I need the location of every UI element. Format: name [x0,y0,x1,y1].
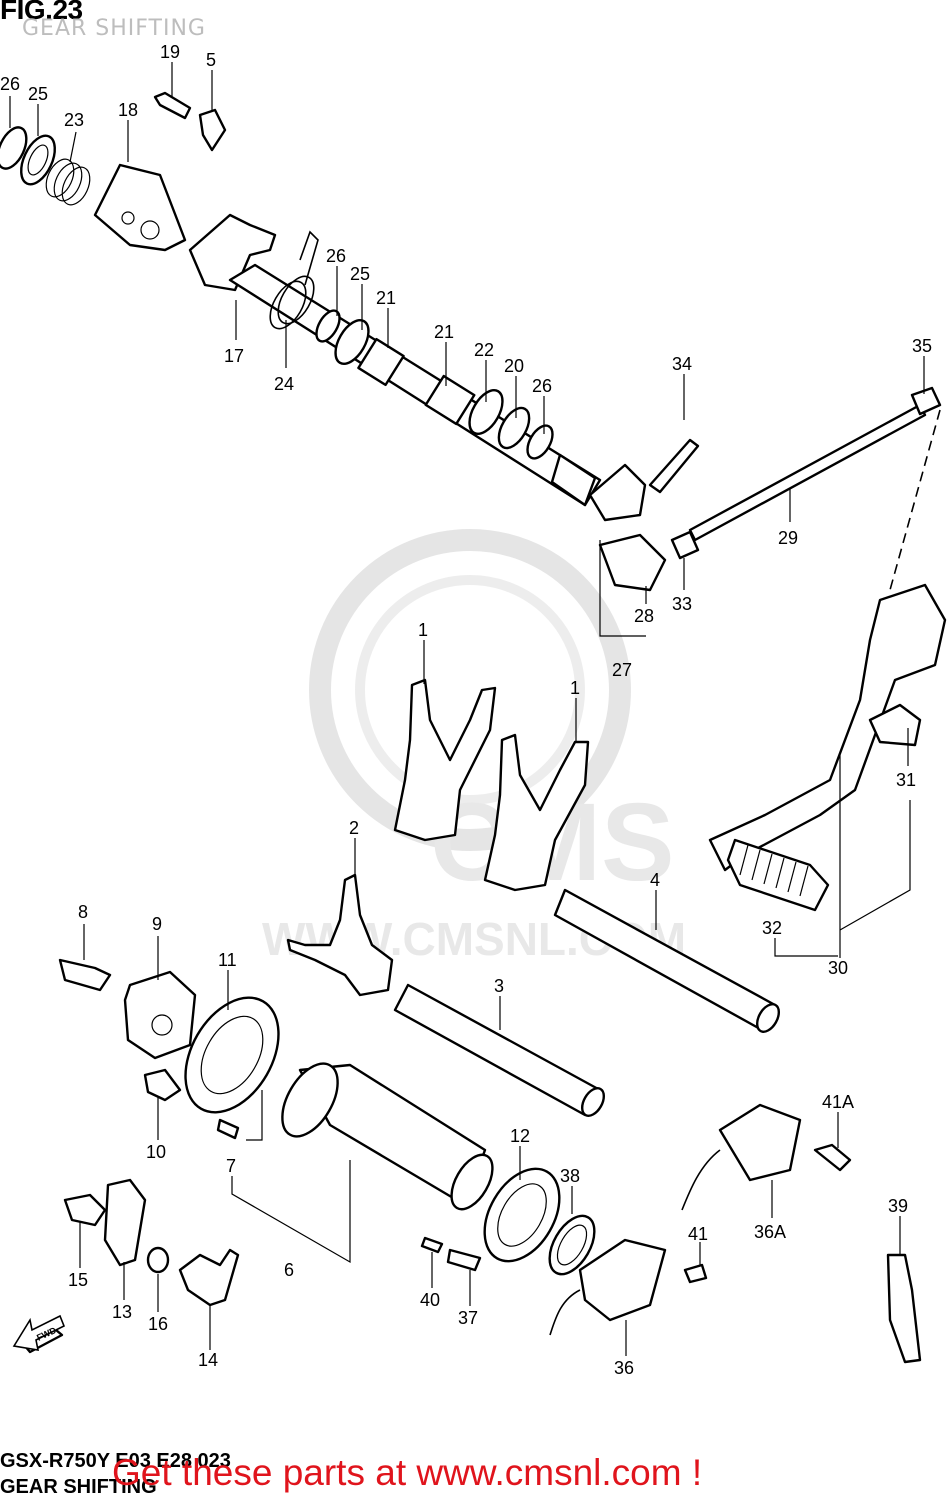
callout-15: 15 [68,1270,88,1290]
callout-6: 6 [284,1260,294,1280]
callout-29: 29 [778,528,798,548]
callout-22: 22 [474,340,494,360]
callout-1b: 1 [570,678,580,698]
callout-26c: 26 [532,376,552,396]
model-code: GSX-R750Y E03 E28 023 [0,1450,231,1472]
callout-31: 31 [896,770,916,790]
callout-26: 26 [0,74,20,94]
shift-forks [286,678,590,997]
callout-25: 25 [28,84,48,104]
callout-16: 16 [148,1314,168,1334]
callout-17: 17 [224,346,244,366]
gearshift-lever [708,583,947,912]
shift-drum-assembly [58,958,596,1276]
callout-4: 4 [650,870,660,890]
callout-8: 8 [78,902,88,922]
callout-5: 5 [206,50,216,70]
callout-33: 33 [672,594,692,614]
callout-labels: 26 25 23 18 19 5 17 24 26 25 21 21 22 20… [0,42,932,1378]
callout-36A: 36A [754,1222,786,1242]
callout-13: 13 [112,1302,132,1322]
callout-26b: 26 [326,246,346,266]
callout-3: 3 [494,976,504,996]
callout-19: 19 [160,42,180,62]
callout-35: 35 [912,336,932,356]
fork-shafts [393,888,781,1117]
callout-34: 34 [672,354,692,374]
callout-7: 7 [226,1156,236,1176]
callout-41A: 41A [822,1092,854,1112]
gear-position-sensors [549,1103,922,1364]
callout-20: 20 [504,356,524,376]
shift-shaft-assembly [0,91,602,507]
figure-number: FIG.23 [0,0,83,25]
callout-21b: 21 [434,322,454,342]
callout-18: 18 [118,100,138,120]
callout-30: 30 [828,958,848,978]
callout-1: 1 [418,620,428,640]
callout-21: 21 [376,288,396,308]
shift-linkage [588,386,942,592]
callout-12: 12 [510,1126,530,1146]
callout-36: 36 [614,1358,634,1378]
callout-28: 28 [634,606,654,626]
callout-14: 14 [198,1350,218,1370]
callout-24: 24 [274,374,294,394]
callout-32: 32 [762,918,782,938]
callout-37: 37 [458,1308,478,1328]
callout-38: 38 [560,1166,580,1186]
callout-41: 41 [688,1224,708,1244]
callout-25b: 25 [350,264,370,284]
callout-9: 9 [152,914,162,934]
callout-40: 40 [420,1290,440,1310]
callout-2: 2 [349,818,359,838]
callout-23: 23 [64,110,84,130]
buy-parts-link[interactable]: Get these parts at www.cmsnl.com ! [112,1452,703,1493]
footer-title: GEAR SHIFTING [0,1476,157,1498]
callout-10: 10 [146,1142,166,1162]
callout-27: 27 [612,660,632,680]
figure-subtitle: GEAR SHIFTING [22,16,206,41]
callout-11: 11 [218,950,237,970]
leader-lines [9,62,925,1356]
callout-39: 39 [888,1196,908,1216]
